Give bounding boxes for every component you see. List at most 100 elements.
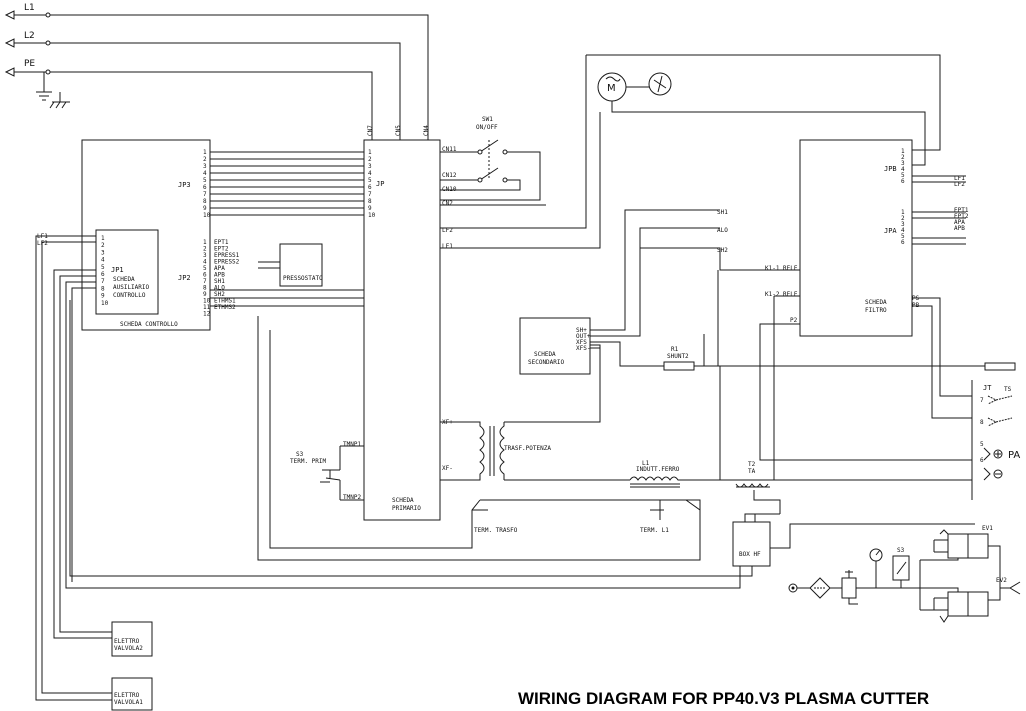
jp2-signal-1: EPT2 bbox=[214, 246, 229, 253]
jp-pin-3: 4 bbox=[368, 170, 372, 177]
jp3-pin-2: 3 bbox=[203, 163, 207, 170]
jpa-out-0: EPT1 bbox=[954, 207, 969, 214]
jp2-signal-6: SH1 bbox=[214, 278, 225, 285]
sec-pin-3: XFS- bbox=[576, 345, 590, 352]
jp1-label-line3: CONTROLLO bbox=[113, 292, 146, 299]
inductor-coil-icon bbox=[629, 476, 720, 481]
jp2-signal-0: EPT1 bbox=[214, 239, 229, 246]
jp3-pin-7: 8 bbox=[203, 198, 207, 205]
trasformatore-potenza: TRASF.POTENZA bbox=[440, 344, 630, 481]
jp-pin-1: 2 bbox=[368, 156, 372, 163]
jp3-pin-6: 7 bbox=[203, 191, 207, 198]
jp1-pin-7: 8 bbox=[101, 285, 105, 292]
jp1-pin-9: 10 bbox=[101, 300, 109, 307]
jp-pin-2: 3 bbox=[368, 163, 372, 170]
jt-pin-7: 7 bbox=[980, 397, 984, 404]
jp1-pin-2: 3 bbox=[101, 249, 105, 256]
jpa-pin-1: 2 bbox=[901, 215, 905, 222]
jp3-pin-0: 1 bbox=[203, 149, 207, 156]
jp-pin-4: 5 bbox=[368, 177, 372, 184]
ev1-box-line2: VALVOLA1 bbox=[114, 699, 143, 706]
sec-pin-0: SH+ bbox=[576, 327, 587, 334]
jpb-pin-3: 4 bbox=[901, 166, 905, 173]
jpb-pin-5: 6 bbox=[901, 178, 905, 185]
jp2-signal-4: APA bbox=[214, 265, 225, 272]
cn7-label: CN7 bbox=[367, 125, 374, 136]
jp1-pin-3: 4 bbox=[101, 257, 105, 264]
primario-label-line2: PRIMARIO bbox=[392, 505, 421, 512]
jp2-pin-10: 11 bbox=[203, 304, 211, 311]
r1-name: R1 bbox=[671, 346, 679, 353]
lf2-left-label: LF2 bbox=[37, 240, 48, 247]
jpb-out-0: LF1 bbox=[954, 175, 965, 182]
s3-term-name: S3 bbox=[296, 451, 304, 458]
ev2-box-line1: ELETTRO bbox=[114, 638, 140, 645]
term-trasfo-label: TERM. TRASFO bbox=[474, 527, 518, 534]
transformer-primary-coil bbox=[440, 421, 485, 481]
t2-label: TA bbox=[748, 468, 756, 475]
sw1-label: ON/OFF bbox=[476, 124, 498, 131]
s3-term-prim: S3 TERM. PRIM bbox=[290, 451, 341, 483]
box-hf-label: BOX HF bbox=[739, 551, 761, 558]
jp3-pin-3: 4 bbox=[203, 170, 207, 177]
thermal-sensors: TERM. TRASFO TERM. L1 bbox=[257, 316, 701, 561]
l1-induttore-label: INDUTT.FERRO bbox=[636, 466, 680, 473]
jp3-pin-9: 10 bbox=[203, 212, 211, 219]
jt-connector: JT 7 8 5 6 TS PA bbox=[940, 380, 1020, 500]
ev1-label: EV1 bbox=[982, 525, 993, 532]
primario-right-5: LF1 bbox=[442, 243, 453, 250]
filtro-label-line1: SCHEDA bbox=[865, 299, 887, 306]
jpa-pin-3: 4 bbox=[901, 227, 905, 234]
sw1-switch: SW1 ON/OFF bbox=[440, 116, 546, 206]
thermal-switch-icon bbox=[320, 469, 341, 483]
sh2-input-label: SH2 bbox=[717, 247, 728, 254]
jp2-pin-8: 9 bbox=[203, 291, 207, 298]
jp2-pin-1: 2 bbox=[203, 246, 207, 253]
jp2-signal-9: ETHMS1 bbox=[214, 298, 236, 305]
transformer-secondary-coil bbox=[499, 422, 505, 480]
jpa-out-3: APB bbox=[954, 225, 965, 232]
jp2-pin-2: 3 bbox=[203, 252, 207, 259]
pressostato: PRESSOSTATO bbox=[258, 243, 323, 287]
jp2-signal-5: APB bbox=[214, 272, 225, 279]
term-l1-label: TERM. L1 bbox=[640, 527, 669, 534]
jp1-pin-5: 6 bbox=[101, 271, 105, 278]
l2-terminal-icon bbox=[4, 38, 46, 48]
jp1-pin-1: 2 bbox=[101, 242, 105, 249]
jp-pin-8: 9 bbox=[368, 205, 372, 212]
jp-pin-7: 8 bbox=[368, 198, 372, 205]
jpb-pin-1: 2 bbox=[901, 154, 905, 161]
jp2-signal-10: ETHMS2 bbox=[214, 304, 236, 311]
jpb-out-1: LF2 bbox=[954, 181, 965, 188]
l2-label: L2 bbox=[24, 31, 35, 41]
jp1-label: JP1 bbox=[111, 266, 124, 274]
jp-pin-6: 7 bbox=[368, 191, 372, 198]
jpa-out-1: EPT2 bbox=[954, 213, 969, 220]
ev2-label: EV2 bbox=[996, 577, 1007, 584]
sec-pin-2: XFS bbox=[576, 339, 587, 346]
jt-pin-6: 6 bbox=[980, 457, 984, 464]
jp3-pin-8: 9 bbox=[203, 205, 207, 212]
l1-induttore-name: L1 bbox=[642, 460, 650, 467]
torch-switch-icon bbox=[987, 395, 1013, 427]
jp3-pin-4: 5 bbox=[203, 177, 207, 184]
ev1-valve-icon bbox=[947, 533, 969, 559]
jpb-pin-4: 5 bbox=[901, 172, 905, 179]
filtro-label-line2: FILTRO bbox=[865, 307, 887, 314]
jp1-label-line1: SCHEDA bbox=[113, 276, 135, 283]
ev1-box-line1: ELETTRO bbox=[114, 692, 140, 699]
jpa-pin-5: 6 bbox=[901, 239, 905, 246]
motor-label: M bbox=[607, 83, 616, 94]
jp2-label: JP2 bbox=[178, 274, 191, 282]
cn5-label: CN5 bbox=[395, 125, 402, 136]
jpb-pin-0: 1 bbox=[901, 148, 905, 155]
pneumatic-circuit: S3 EV1 EV2 bbox=[788, 525, 1021, 623]
jpa-out-2: APA bbox=[954, 219, 965, 226]
pe-label: PE bbox=[24, 59, 35, 69]
